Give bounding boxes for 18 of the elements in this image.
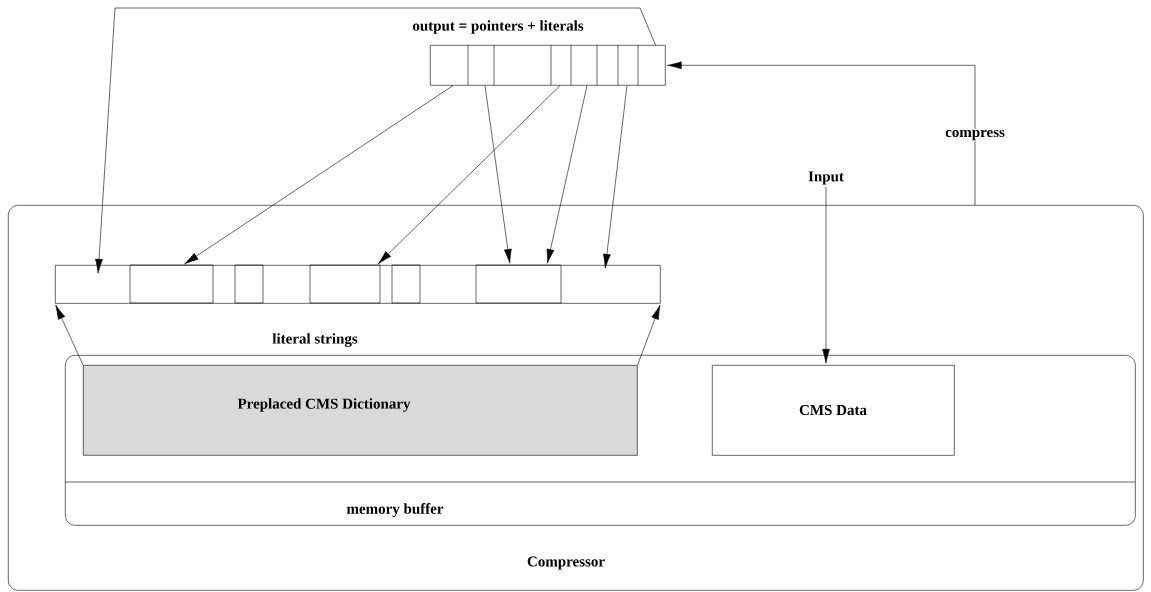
- arrow: [822, 186, 830, 364]
- arrow: [484, 85, 512, 264]
- input-label: Input: [808, 171, 844, 185]
- arrow: [95, 7, 656, 274]
- edge-label: compress: [945, 129, 1005, 141]
- arrow: [603, 85, 628, 269]
- output-array: output = pointers + literals: [412, 20, 666, 86]
- dictionary-box: Preplaced CMS Dictionary: [83, 365, 638, 456]
- node-label: output = pointers + literals: [412, 20, 584, 34]
- data-box: CMS Data: [712, 365, 955, 456]
- arrow: [184, 85, 454, 265]
- arrow: [55, 304, 84, 366]
- arrow: [378, 85, 561, 265]
- arrow: [637, 305, 661, 366]
- node-label: literal strings: [272, 333, 358, 347]
- arrow: [667, 61, 976, 206]
- arrow: [546, 85, 588, 264]
- literal-strings-array: literal strings: [55, 264, 661, 347]
